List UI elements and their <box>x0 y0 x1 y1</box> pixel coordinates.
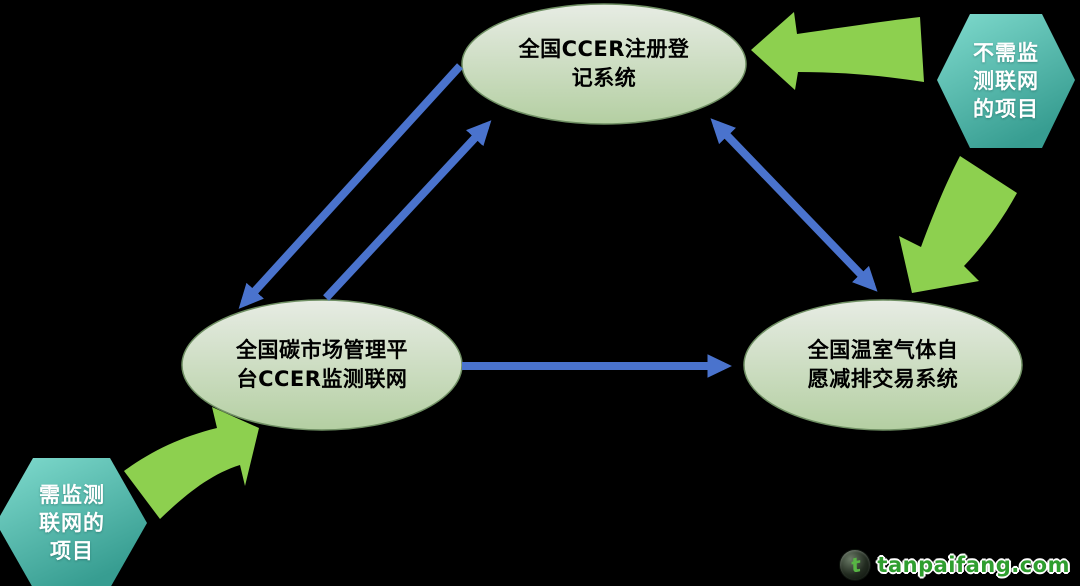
green-arrow-no-monitor-to-trading <box>899 156 1017 293</box>
green-arrow-monitor-to-platform <box>124 407 259 519</box>
badge-no-monitor-shape <box>937 14 1075 148</box>
green-arrow-no-monitor-to-registry <box>751 12 924 90</box>
watermark: t tanpaifang.com <box>840 550 1070 580</box>
node-registry-shape <box>461 3 747 125</box>
watermark-text: tanpaifang.com <box>877 553 1070 577</box>
arrow-registry-to-platform <box>238 63 463 309</box>
logo-glyph: t <box>848 552 863 578</box>
node-platform-shape <box>181 299 463 431</box>
badge-monitor-shape <box>0 458 147 586</box>
tanpaifang-logo-icon: t <box>840 550 871 580</box>
arrow-platform-to-registry <box>323 120 492 301</box>
arrow-registry-trading-twoway <box>710 118 878 292</box>
node-trading-shape <box>743 299 1023 431</box>
